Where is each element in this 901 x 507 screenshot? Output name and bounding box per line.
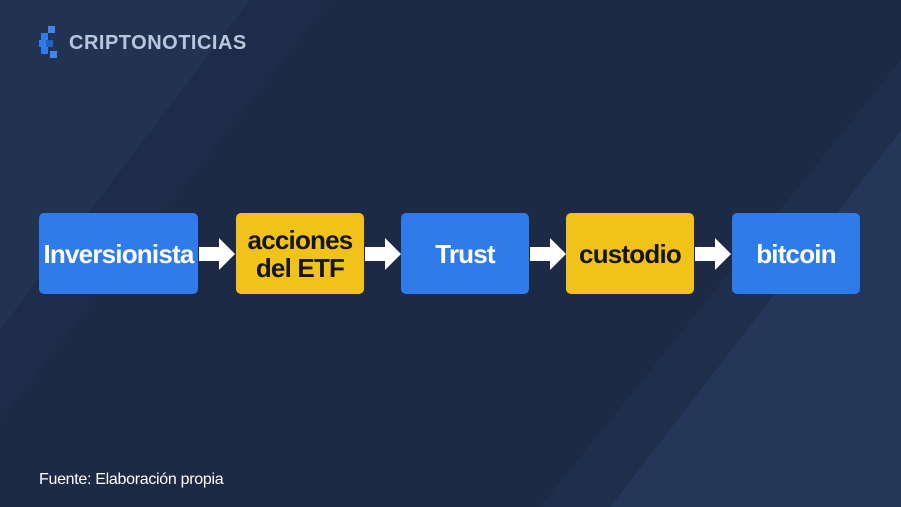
arrow-right-icon: [365, 238, 401, 270]
brand-name: CRIPTONOTICIAS: [69, 31, 247, 54]
node-trust: Trust: [401, 213, 529, 294]
arrow-right-icon: [530, 238, 566, 270]
source-caption: Fuente: Elaboración propia: [39, 471, 224, 488]
node-acciones-etf: acciones del ETF: [236, 213, 364, 294]
arrow-right-icon: [695, 238, 731, 270]
flow-diagram: Inversionista acciones del ETF Trust cus…: [39, 213, 860, 294]
brand-logo: CRIPTONOTICIAS: [39, 26, 247, 60]
node-inversionista: Inversionista: [39, 213, 198, 294]
criptonoticias-logo-icon: [39, 26, 57, 58]
arrow-right-icon: [199, 238, 235, 270]
node-bitcoin: bitcoin: [732, 213, 860, 294]
node-custodio: custodio: [566, 213, 694, 294]
